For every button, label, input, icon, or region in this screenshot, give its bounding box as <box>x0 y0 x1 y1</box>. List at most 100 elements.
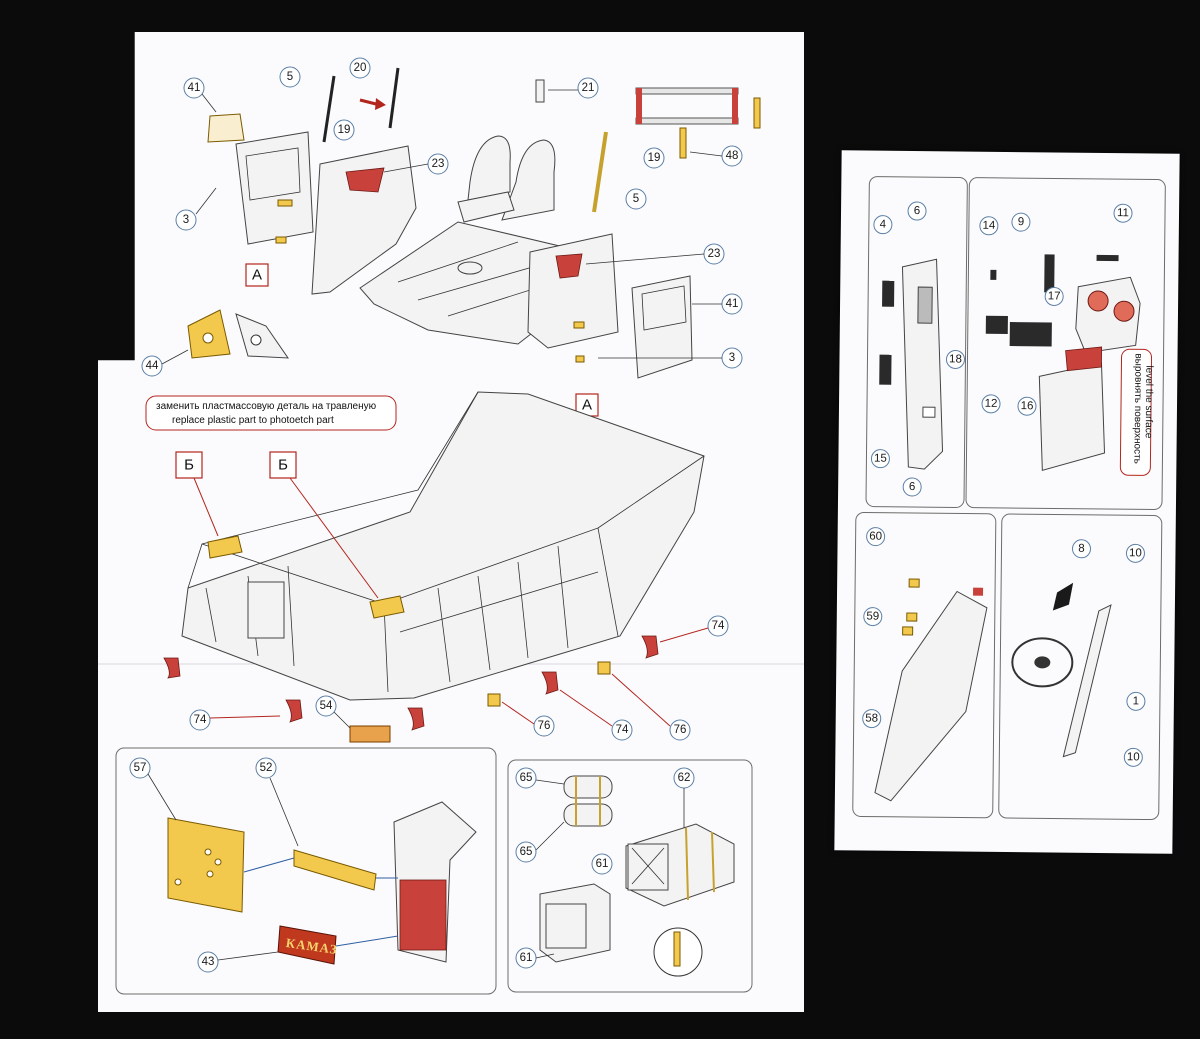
svg-text:10: 10 <box>1129 547 1142 559</box>
svg-text:Б: Б <box>278 457 288 474</box>
svg-text:60: 60 <box>869 531 882 543</box>
svg-text:21: 21 <box>582 82 595 94</box>
callout-19-right: 19 <box>643 147 665 169</box>
photoetch-plate-57 <box>167 817 245 913</box>
svg-text:23: 23 <box>708 248 721 260</box>
callout-41-left: 41 <box>183 77 205 99</box>
svg-text:19: 19 <box>648 152 661 164</box>
svg-text:62: 62 <box>678 772 691 784</box>
dump-body-part <box>181 391 705 701</box>
seats-part <box>457 135 556 223</box>
svg-text:43: 43 <box>202 956 215 968</box>
svg-text:44: 44 <box>146 360 159 372</box>
panel-mudguard <box>115 747 497 995</box>
svg-text:59: 59 <box>866 611 879 623</box>
callout-6-bottom: 6 <box>902 477 922 497</box>
svg-text:level the surface: level the surface <box>1143 365 1155 438</box>
photoetch-bracket-part <box>187 309 289 359</box>
callout-9: 9 <box>1011 212 1031 232</box>
instruction-sheet-main: 41 5 20 19 21 23 3 19 48 5 23 41 3 А А 4… <box>98 32 804 1012</box>
svg-text:58: 58 <box>865 713 878 725</box>
left-door-part <box>235 131 314 245</box>
callout-43: 43 <box>197 951 219 973</box>
callout-59: 59 <box>863 607 883 627</box>
callout-19-left: 19 <box>333 119 355 141</box>
dashboard-part <box>879 258 944 470</box>
callout-10-bottom: 10 <box>1123 747 1143 767</box>
svg-text:1: 1 <box>1133 695 1140 707</box>
callout-11: 11 <box>1113 203 1133 223</box>
svg-text:20: 20 <box>354 62 367 74</box>
svg-text:5: 5 <box>633 193 639 205</box>
svg-text:48: 48 <box>726 150 739 162</box>
svg-text:74: 74 <box>616 724 629 736</box>
svg-text:А: А <box>582 397 592 414</box>
callout-18: 18 <box>945 349 965 369</box>
svg-text:19: 19 <box>338 124 351 136</box>
instruction-sheet-small: 4 6 18 15 6 14 9 11 17 12 16 выровнять п… <box>834 150 1180 854</box>
svg-text:76: 76 <box>538 720 551 732</box>
callout-12: 12 <box>981 394 1001 414</box>
svg-text:9: 9 <box>1018 216 1025 228</box>
svg-text:65: 65 <box>520 846 533 858</box>
callout-4: 4 <box>873 215 893 235</box>
air-tanks-part <box>563 775 613 827</box>
photoetch-note: заменить пластмассовую деталь на травлен… <box>145 395 397 431</box>
door-window-glass-part <box>207 113 245 143</box>
svg-text:61: 61 <box>596 858 609 870</box>
svg-text:65: 65 <box>520 772 533 784</box>
callout-41-right: 41 <box>721 293 743 315</box>
mudguard-part <box>393 801 477 963</box>
svg-text:52: 52 <box>260 762 273 774</box>
panel-tanks <box>507 759 753 993</box>
section-b-left: Б <box>175 451 203 479</box>
section-a-left: А <box>245 263 269 287</box>
level-surface-note: выровнять поверхность level the surface <box>1119 348 1155 476</box>
callout-74-a: 74 <box>189 709 211 731</box>
callout-3-left: 3 <box>175 209 197 231</box>
svg-text:41: 41 <box>726 298 739 310</box>
callout-65-a: 65 <box>515 767 537 789</box>
floor-pedals-part <box>874 578 988 802</box>
callout-10-top: 10 <box>1125 543 1145 563</box>
callout-20: 20 <box>349 57 371 79</box>
callout-76-a: 76 <box>533 715 555 737</box>
callout-1: 1 <box>1126 691 1146 711</box>
callout-60: 60 <box>866 527 886 547</box>
callout-8: 8 <box>1072 539 1092 559</box>
callout-16: 16 <box>1017 396 1037 416</box>
callout-61-b: 61 <box>515 947 537 969</box>
callout-14: 14 <box>979 216 999 236</box>
svg-text:5: 5 <box>287 71 293 83</box>
callout-17: 17 <box>1044 286 1064 306</box>
callout-5-left: 5 <box>279 66 301 88</box>
svg-text:61: 61 <box>520 952 533 964</box>
rear-frame-part <box>635 87 761 159</box>
svg-text:12: 12 <box>985 398 998 410</box>
right-door-frame-part <box>527 233 619 349</box>
svg-text:заменить пластмассовую деталь: заменить пластмассовую деталь на травлен… <box>156 401 377 412</box>
callout-74-b: 74 <box>707 615 729 637</box>
svg-text:8: 8 <box>1078 543 1085 555</box>
svg-text:18: 18 <box>949 353 962 365</box>
svg-text:74: 74 <box>194 714 207 726</box>
svg-text:17: 17 <box>1048 290 1061 302</box>
bracket-strip-52 <box>293 849 377 891</box>
callout-65-b: 65 <box>515 841 537 863</box>
svg-text:11: 11 <box>1117 207 1129 219</box>
callout-58: 58 <box>862 709 882 729</box>
panel-dashboard-left <box>865 176 968 508</box>
panel-instrument-cluster <box>965 177 1166 511</box>
callout-52: 52 <box>255 757 277 779</box>
callout-48: 48 <box>721 145 743 167</box>
svg-text:23: 23 <box>432 158 445 170</box>
instrument-cluster-part <box>985 254 1141 472</box>
svg-text:3: 3 <box>183 214 189 226</box>
panel-floor-pedals <box>852 512 997 819</box>
callout-74-c: 74 <box>611 719 633 741</box>
callout-5-right: 5 <box>625 188 647 210</box>
svg-text:10: 10 <box>1127 751 1140 763</box>
callout-6-top: 6 <box>907 201 927 221</box>
svg-text:выровнять поверхность: выровнять поверхность <box>1131 353 1143 464</box>
svg-text:57: 57 <box>134 762 147 774</box>
